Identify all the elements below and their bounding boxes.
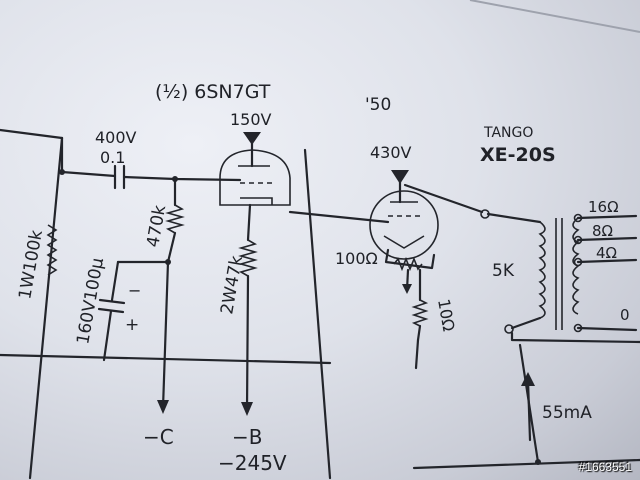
50-tube-envelope [369, 190, 439, 260]
resistor-10ohm-label: 10Ω [434, 297, 458, 332]
minus-b-wire [245, 274, 250, 412]
minus-b-label: −B [232, 425, 262, 449]
tube-title-2: '50 [365, 95, 391, 115]
cap-lead-top [110, 260, 120, 302]
c-wire-upper [166, 231, 177, 264]
transformer-model: XE-20S [480, 144, 556, 166]
tap0-wire [576, 326, 638, 332]
minus-c-label: −C [143, 425, 174, 449]
resistor-2w47k-label: 2W47k [217, 254, 247, 316]
xfmr-primary-bottom [510, 316, 542, 330]
left-rail [28, 136, 64, 480]
current-arrow-line [526, 378, 532, 442]
tap4-wire [576, 258, 638, 264]
minus-b-arrow [241, 402, 253, 416]
electrolytic-plate-a [98, 298, 126, 305]
coupling-cap-value: 0.1 [100, 148, 125, 167]
xfmr-primary-top [486, 212, 542, 224]
minus-b-voltage: −245V [218, 451, 287, 475]
150v-arrow [243, 132, 261, 145]
current-label: 55mA [542, 403, 592, 423]
resistor-1w100k-label: 1W100k [15, 228, 47, 300]
bottom-wire [412, 458, 640, 470]
6sn7-cathode [240, 197, 273, 205]
r10-ground [414, 338, 420, 370]
b-plus-wire [510, 331, 640, 344]
resistor-470k [165, 204, 185, 234]
cap-minus-sign: − [128, 281, 141, 300]
430v-arrow [391, 170, 409, 184]
pot-100ohm-label: 100Ω [335, 249, 378, 268]
cap-lead-bottom [102, 309, 113, 362]
resistor-10ohm [411, 299, 429, 327]
pot-100ohm [393, 256, 423, 272]
transformer-brand: TANGO [483, 125, 533, 141]
filament-wire [303, 148, 332, 480]
tap-0-label: 0 [620, 306, 630, 324]
ground-bus [0, 353, 332, 365]
resistor-2w47k [238, 239, 258, 277]
watermark: #1663551 [578, 460, 632, 474]
430v-label: 430V [370, 143, 412, 162]
c-wire-lower [161, 260, 170, 410]
resistor-1w100k [46, 224, 58, 276]
tap-8-label: 8Ω [592, 222, 613, 240]
tube-title: (½) 6SN7GT [155, 81, 271, 103]
resistor-470k-label: 470k [143, 204, 170, 249]
cap-plus-sign: + [125, 315, 139, 335]
top-wire [0, 128, 64, 140]
cathode-lead [246, 203, 252, 242]
6sn7-tube-envelope [219, 149, 291, 206]
plate-to-xfmr-wire [403, 183, 484, 214]
tap-4-label: 4Ω [596, 244, 617, 262]
tap16-wire [576, 214, 638, 220]
to-50-grid-wire [288, 210, 390, 224]
tap8-wire [576, 236, 638, 242]
coupling-cap-voltage: 400V [95, 128, 137, 147]
r10-bottom [416, 324, 422, 342]
50-filament [383, 235, 425, 249]
minus-c-arrow [157, 400, 169, 414]
grid-wire [122, 175, 242, 182]
xfmr-primary-coil [538, 221, 546, 319]
150v-label: 150V [230, 110, 272, 129]
current-arrow-head [521, 372, 535, 386]
tap-16-label: 16Ω [588, 198, 619, 216]
primary-impedance: 5K [492, 261, 515, 281]
